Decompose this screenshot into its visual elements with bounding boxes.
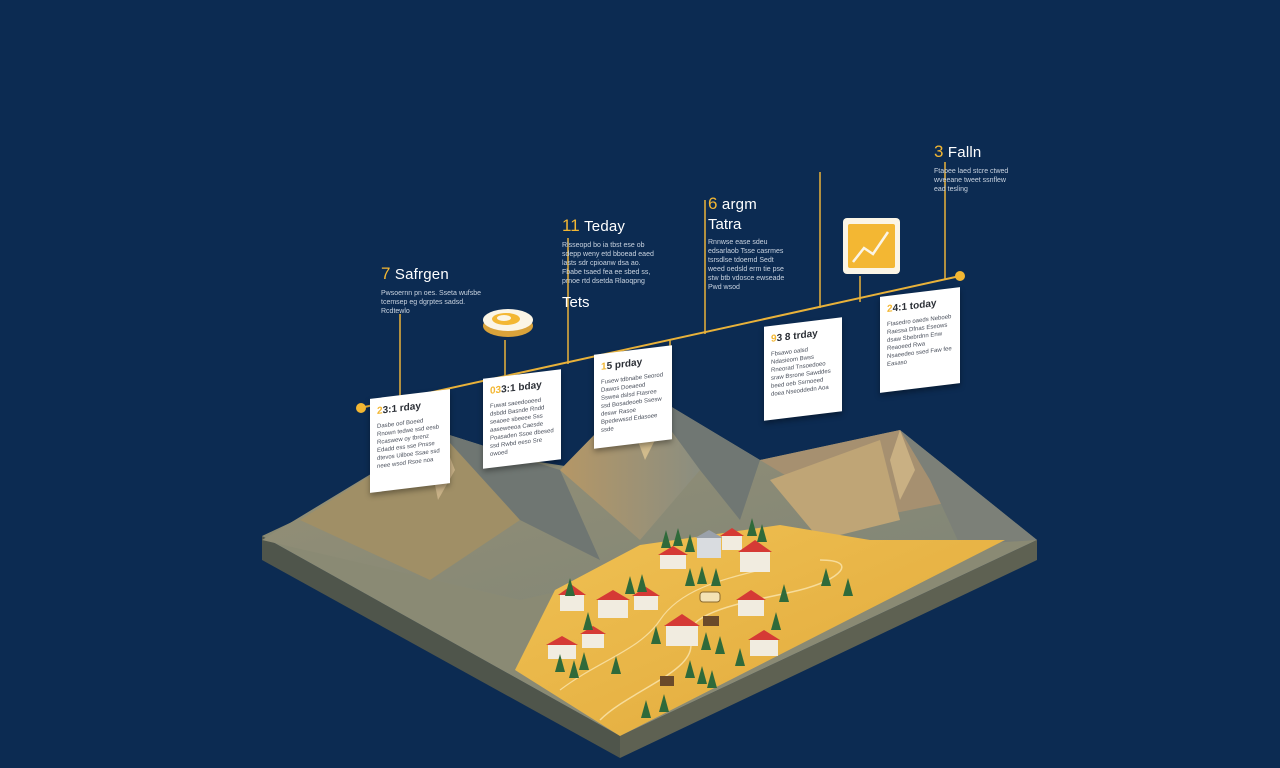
timeline-card-5: 24:1 today Ftasedro oaeds Neboeb Raessa … <box>880 287 960 393</box>
label-number: 11 <box>562 216 580 235</box>
card-body: Fuwat saeedooeed dsbdd Basnde Rndd seaoe… <box>490 397 554 458</box>
valley-meadow <box>515 525 1005 736</box>
timeline-card-2: 033:1 bday Fuwat saeedooeed dsbdd Basnde… <box>483 369 561 469</box>
label-body: Ftaoee laed stcre ctwed wveeane tweet ss… <box>934 168 1009 193</box>
card-body: Fusew tdbnabe Seorod Dawos Doeaeod Sswea… <box>601 372 664 434</box>
car <box>699 591 721 603</box>
village <box>546 528 780 686</box>
label-number: 3 <box>934 142 944 161</box>
label-subheading: Tets <box>562 294 590 311</box>
card-title: 24:1 today <box>887 296 953 315</box>
trend-chart-icon <box>843 218 900 274</box>
house <box>736 590 766 616</box>
timeline-label-3: 6 argm Tatra Rnnwse ease sdeu edsarlaob … <box>708 194 792 292</box>
card-number: 03 <box>490 384 502 397</box>
timeline-start-node <box>356 403 366 413</box>
label-number: 6 <box>708 194 718 213</box>
card-heading: 5 prday <box>606 356 643 373</box>
house <box>748 630 780 656</box>
winding-path <box>599 559 843 721</box>
card-heading: 4:1 today <box>892 297 937 315</box>
house <box>658 546 688 569</box>
timeline-card-4: 93 8 trday Fbsawo oalsd Ndasieom Bwss Rn… <box>764 317 842 421</box>
card-title: 15 prday <box>601 354 665 373</box>
card-body: Dasbe oof Boeed Rnown tedwe ssd eesb Rca… <box>377 418 440 471</box>
timeline-label-1: 7 Safrgen Pwsoernn pn oes. Sseta wufsbe … <box>381 264 481 316</box>
label-subheading: Tatra <box>708 216 742 233</box>
label-heading: Falln <box>947 144 982 161</box>
house <box>695 530 723 558</box>
coin-icon <box>483 309 533 337</box>
label-heading: Safrgen <box>394 266 449 283</box>
card-body: Ftasedro oaeds Neboeb Raessa Dfnas Eseow… <box>887 314 952 369</box>
card-title: 23:1 rday <box>377 398 443 417</box>
house <box>664 614 700 646</box>
timeline-card-3: 15 prday Fusew tdbnabe Seorod Dawos Doea… <box>594 345 672 449</box>
house <box>596 590 630 618</box>
card-heading: 3 8 trday <box>776 328 818 345</box>
card-body: Fbsawo oalsd Ndasieom Bwss Rneorad Tnsoe… <box>771 347 831 398</box>
label-body: Rlsseopd bo ia tbst ese ob sdepp weny et… <box>562 242 654 285</box>
label-number: 7 <box>381 264 391 283</box>
house <box>738 540 772 572</box>
label-heading: argm <box>721 196 757 213</box>
label-body: Rnnwse ease sdeu edsarlaob Tsse casrmes … <box>708 239 785 291</box>
card-heading: 3:1 bday <box>501 379 542 396</box>
timeline-end-node <box>955 271 965 281</box>
card-title: 93 8 trday <box>771 326 835 345</box>
trees <box>555 518 853 718</box>
card-heading: 3:1 rday <box>382 400 421 417</box>
signpost <box>660 616 719 686</box>
house <box>720 528 744 550</box>
label-body: Pwsoernn pn oes. Sseta wufsbe tcemsep eg… <box>381 290 482 315</box>
label-heading: Teday <box>584 218 626 235</box>
timeline-label-2: 11 Teday Rlsseopd bo ia tbst ese ob sdep… <box>562 216 662 311</box>
timeline-label-4: 3 Falln Ftaoee laed stcre ctwed wveeane … <box>934 142 1018 194</box>
timeline-card-1: 23:1 rday Dasbe oof Boeed Rnown tedwe ss… <box>370 389 450 493</box>
house <box>546 636 578 659</box>
card-title: 033:1 bday <box>490 378 554 397</box>
